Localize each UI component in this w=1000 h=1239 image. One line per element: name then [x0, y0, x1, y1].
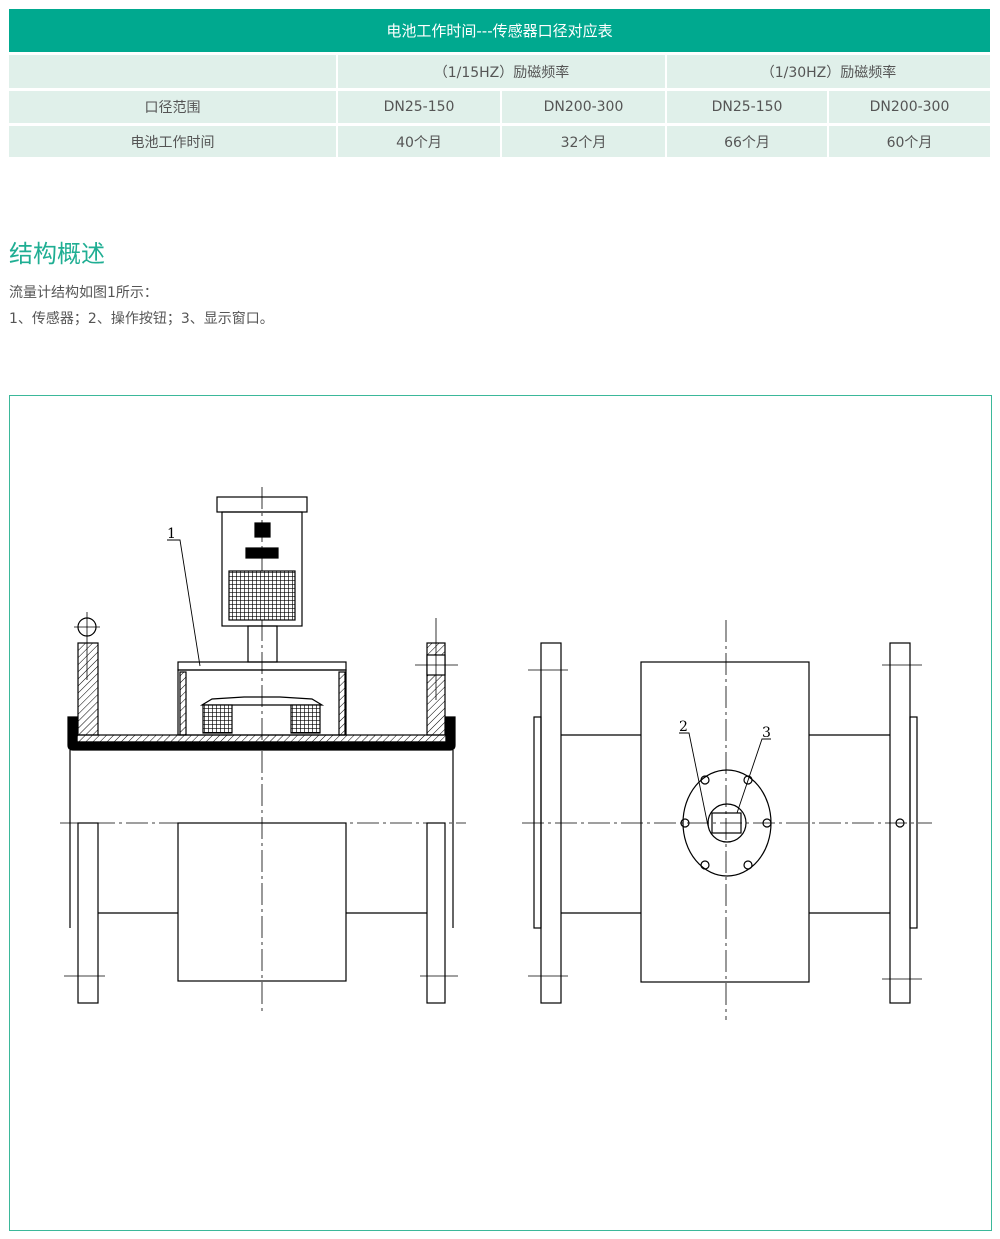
table-cell: DN25-150 [338, 91, 500, 123]
table-cell: DN200-300 [829, 91, 990, 123]
freq-header-2: （1/30HZ）励磁频率 [667, 55, 990, 88]
section-title: 结构概述 [9, 240, 105, 268]
section-text-2: 1、传感器；2、操作按钮；3、显示窗口。 [9, 311, 274, 327]
table-cell: DN200-300 [502, 91, 665, 123]
table-cell: 60个月 [829, 126, 990, 157]
table-cell: 40个月 [338, 126, 500, 157]
row-label: 口径范围 [9, 91, 336, 123]
table-title: 电池工作时间---传感器口径对应表 [9, 9, 990, 52]
structure-figure: 1 2 3 [9, 395, 992, 1231]
side-view: 1 [60, 487, 466, 1015]
freq-header-1: （1/15HZ）励磁频率 [338, 55, 665, 88]
row-label: 电池工作时间 [9, 126, 336, 157]
table-cell: DN25-150 [667, 91, 827, 123]
table-corner-cell [9, 55, 336, 88]
callout-label-2: 2 [679, 719, 688, 735]
flowmeter-drawing: 1 2 3 [60, 487, 932, 1020]
table-cell: 66个月 [667, 126, 827, 157]
callout-label-3: 3 [762, 725, 771, 741]
front-view: 2 3 [522, 620, 932, 1020]
callout-label-1: 1 [167, 526, 176, 542]
section-text-1: 流量计结构如图1所示： [9, 285, 158, 301]
table-cell: 32个月 [502, 126, 665, 157]
